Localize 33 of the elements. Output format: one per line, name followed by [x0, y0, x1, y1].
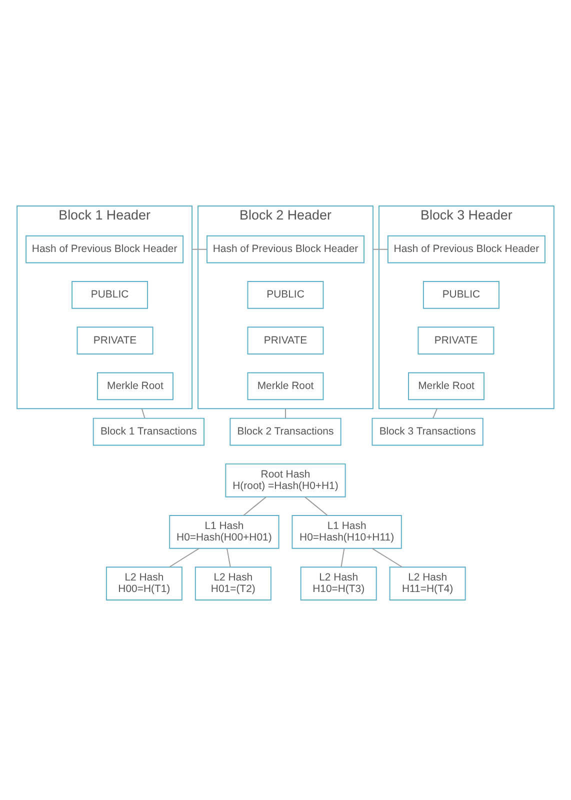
node-box: Block 2 Transactions [230, 418, 342, 446]
node-box: Hash of Previous Block Header [26, 235, 184, 264]
node-box: PRIVATE [418, 326, 494, 354]
connector [226, 548, 231, 568]
connector [340, 548, 345, 568]
node-box: L1 Hash H0=Hash(H00+H01) [169, 515, 280, 549]
node-box: Hash of Previous Block Header [206, 235, 364, 264]
connector [242, 496, 267, 516]
node-box: Block 1 Transactions [92, 418, 204, 446]
node-box: PUBLIC [247, 281, 324, 309]
connector [285, 408, 286, 419]
node-box: Hash of Previous Block Header [387, 235, 546, 264]
node-box: Merkle Root [96, 372, 174, 400]
node-box: PUBLIC [72, 281, 148, 309]
node-box: L1 Hash H0=Hash(H10+H11) [292, 515, 402, 549]
node-box: Root Hash H(root) =Hash(H0+H1) [225, 463, 346, 498]
node-box: PRIVATE [247, 326, 324, 354]
connector [372, 548, 403, 568]
node-box: PUBLIC [422, 281, 500, 309]
connector [141, 408, 146, 419]
connector [192, 248, 208, 250]
node-box: L2 Hash H10=H(T3) [300, 566, 377, 600]
node-box: L2 Hash H01=(T2) [194, 566, 272, 600]
node-box: Merkle Root [247, 372, 324, 400]
connector [304, 496, 328, 516]
connector [168, 548, 200, 568]
node-box: Merkle Root [408, 372, 484, 400]
node-box: Block 3 Transactions [372, 418, 484, 446]
node-box: PRIVATE [76, 326, 154, 354]
connector [372, 248, 388, 250]
node-box: L2 Hash H00=H(T1) [106, 566, 182, 600]
connector [432, 408, 438, 419]
node-box: L2 Hash H11=H(T4) [389, 566, 466, 600]
